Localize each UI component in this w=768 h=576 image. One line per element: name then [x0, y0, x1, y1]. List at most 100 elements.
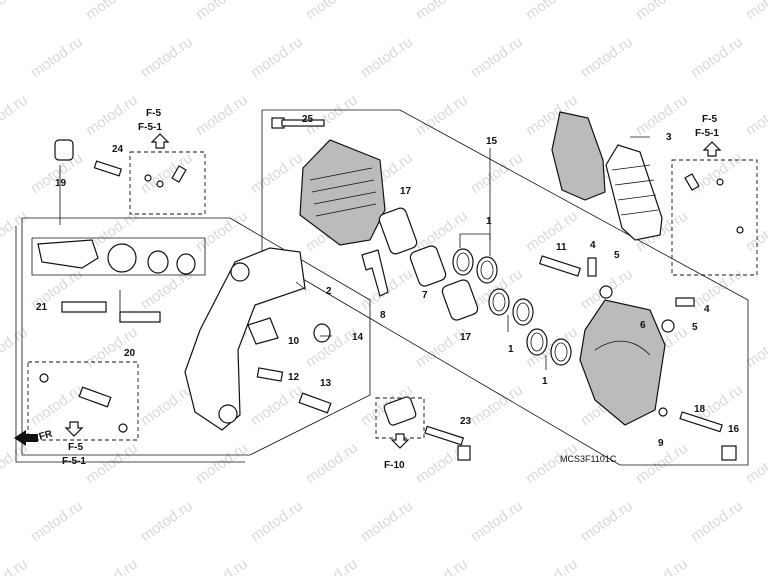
- watermark: motod.ru: [633, 555, 691, 576]
- caliper-body-left: [299, 139, 386, 246]
- watermark: motod.ru: [0, 555, 31, 576]
- front-label: FR: [38, 428, 55, 442]
- watermark: motod.ru: [138, 149, 196, 197]
- watermark: motod.ru: [138, 33, 196, 81]
- callout: 10: [288, 336, 300, 347]
- arrow-down-icon: [390, 433, 410, 449]
- watermark: motod.ru: [413, 323, 471, 371]
- watermark: motod.ru: [193, 207, 251, 255]
- watermark: motod.ru: [28, 33, 86, 81]
- pad-spring: [361, 249, 389, 297]
- brake-pads: [551, 111, 663, 241]
- caliper-body-right: [579, 299, 666, 426]
- callout: 17: [400, 186, 412, 197]
- callout: 2: [326, 286, 332, 297]
- watermark: motod.ru: [523, 0, 581, 23]
- front-arrow-icon: [14, 430, 38, 446]
- bolt-25: [271, 117, 325, 129]
- watermark: motod.ru: [743, 439, 768, 487]
- callout: 1: [542, 376, 548, 387]
- callout: 5: [692, 322, 698, 333]
- watermark: motod.ru: [743, 323, 768, 371]
- diagram-code: MCS3F1101C: [560, 454, 617, 464]
- watermark: motod.ru: [28, 497, 86, 545]
- watermark: motod.ru: [688, 265, 746, 313]
- callout: 25: [302, 114, 314, 125]
- callout: 1: [508, 344, 514, 355]
- watermark: motod.ru: [468, 381, 526, 429]
- callout: 16: [728, 424, 740, 435]
- watermark: motod.ru: [303, 439, 361, 487]
- caliper-bracket: [184, 247, 306, 431]
- watermark: motod.ru: [83, 0, 141, 23]
- watermark: motod.ru: [468, 149, 526, 197]
- watermark: motod.ru: [358, 497, 416, 545]
- callout: 1: [486, 216, 492, 227]
- callout: 13: [320, 378, 332, 389]
- ref-label: F-5-1: [138, 122, 162, 133]
- watermark: motod.ru: [413, 91, 471, 139]
- ref-label: F-5-1: [695, 128, 719, 139]
- reference-labels: F-5 F-5-1 F-5 F-5-1 F-5 F-5-1 F-10: [62, 108, 722, 471]
- watermark: motod.ru: [0, 91, 31, 139]
- watermark: motod.ru: [468, 33, 526, 81]
- ref-label: F-5: [146, 108, 161, 119]
- watermark: motod.ru: [303, 0, 361, 23]
- bleed-valves: [587, 257, 695, 333]
- ref-label: F-5: [68, 442, 83, 453]
- front-marker: FR: [14, 428, 54, 446]
- callout: 4: [590, 240, 596, 251]
- callout: 21: [36, 302, 48, 313]
- watermark: motod.ru: [413, 0, 471, 23]
- watermark: motod.ru: [248, 33, 306, 81]
- watermark: motod.ru: [633, 91, 691, 139]
- watermark: motod.ru: [193, 439, 251, 487]
- watermark: motod.ru: [523, 555, 581, 576]
- callout: 3: [666, 132, 672, 143]
- watermark: motod.ru: [468, 497, 526, 545]
- callout: 4: [704, 304, 710, 315]
- watermark: motod.ru: [0, 0, 31, 23]
- watermark: motod.ru: [743, 207, 768, 255]
- pad-pin: [538, 255, 582, 277]
- watermark: motod.ru: [633, 0, 691, 23]
- watermark: motod.ru: [138, 497, 196, 545]
- watermark: motod.ru: [193, 555, 251, 576]
- piston-seals: [452, 248, 572, 366]
- left-kit: [37, 139, 196, 323]
- watermark: motod.ru: [138, 381, 196, 429]
- watermark: motod.ru: [248, 149, 306, 197]
- callout: 14: [352, 332, 364, 343]
- watermark: motod.ru: [743, 0, 768, 23]
- bracket-hardware: [247, 317, 332, 414]
- watermark: motod.ru: [303, 555, 361, 576]
- watermark: motod.ru: [0, 207, 31, 255]
- callout: 18: [694, 404, 706, 415]
- watermark: motod.ru: [303, 323, 361, 371]
- callout: 11: [556, 242, 567, 253]
- watermark: motod.ru: [688, 497, 746, 545]
- callout: 5: [614, 250, 620, 261]
- watermark: motod.ru: [248, 381, 306, 429]
- watermark: motod.ru: [83, 439, 141, 487]
- callout: 6: [640, 320, 646, 331]
- callout: 7: [422, 290, 428, 301]
- watermark: motod.ru: [248, 497, 306, 545]
- callout: 8: [380, 310, 386, 321]
- watermark: motod.ru: [743, 91, 768, 139]
- arrow-down-icon: [64, 421, 84, 437]
- callout: 12: [288, 372, 300, 383]
- arrow-up-icon: [702, 141, 722, 157]
- watermark: motod.ru: [0, 323, 31, 371]
- watermark: motod.ru: [688, 149, 746, 197]
- watermark: motod.ru: [193, 0, 251, 23]
- hose-fittings: [39, 165, 744, 433]
- callout: 24: [112, 144, 124, 155]
- watermark: motod.ru: [83, 91, 141, 139]
- bolt-23: [383, 396, 471, 461]
- ref-label: F-5-1: [62, 456, 86, 467]
- watermark: motod.ru: [0, 439, 31, 487]
- callout: 19: [55, 178, 67, 189]
